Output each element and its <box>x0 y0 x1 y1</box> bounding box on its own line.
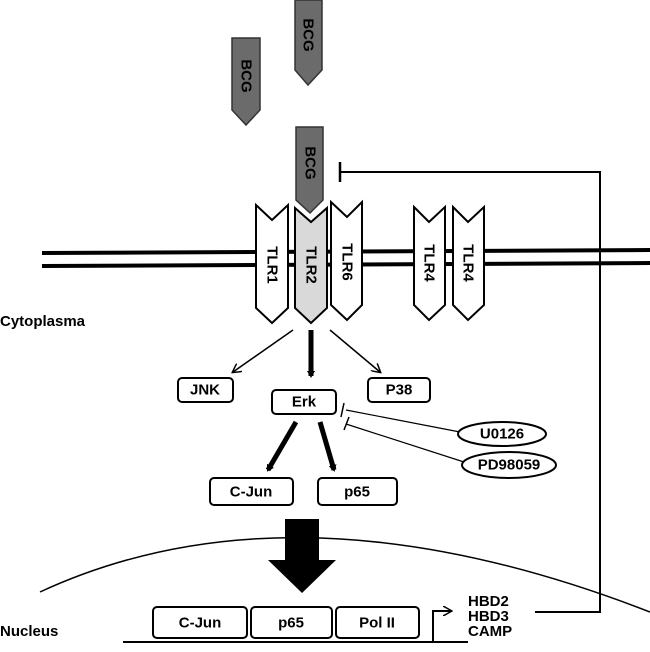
p38-box: P38 <box>367 377 431 403</box>
pd98059-ellipse: PD98059 <box>461 451 557 479</box>
cytoplasma-label: Cytoplasma <box>0 313 86 330</box>
svg-text:TLR4: TLR4 <box>460 244 477 282</box>
svg-text:TLR1: TLR1 <box>264 246 281 284</box>
tlr2: TLR2 <box>294 205 328 325</box>
p65-box: p65 <box>317 477 398 506</box>
svg-text:HBD3: HBD3 <box>468 608 509 625</box>
svg-text:P38: P38 <box>386 382 413 399</box>
arrow-to-jnk <box>233 329 294 372</box>
target-genes: HBD2 HBD3 CAMP <box>468 593 512 640</box>
transcription-start-arrow <box>432 611 451 642</box>
arrow-to-p38 <box>329 329 380 372</box>
svg-text:TLR4: TLR4 <box>421 244 438 282</box>
svg-text:Erk: Erk <box>292 394 317 411</box>
svg-text:C-Jun: C-Jun <box>230 484 273 501</box>
cjun-box: C-Jun <box>209 477 294 506</box>
tlr1: TLR1 <box>255 202 289 325</box>
svg-text:PD98059: PD98059 <box>478 457 541 474</box>
svg-text:BCG: BCG <box>238 59 255 92</box>
translocation-arrow <box>268 519 336 593</box>
u0126-inhibition-line <box>345 409 461 433</box>
erk-box: Erk <box>271 389 337 415</box>
promoter-p65-box: p65 <box>250 606 333 639</box>
svg-text:HBD2: HBD2 <box>468 593 509 610</box>
arrow-to-p65 <box>317 421 337 472</box>
feedback-inhibition-line <box>340 171 601 613</box>
svg-text:CAMP: CAMP <box>468 623 512 640</box>
svg-text:JNK: JNK <box>190 382 220 399</box>
u0126-ellipse: U0126 <box>457 421 547 447</box>
promoter-pol2-box: Pol II <box>335 606 420 639</box>
jnk-box: JNK <box>177 377 234 403</box>
arrow-to-cjun <box>265 420 299 472</box>
svg-text:TLR2: TLR2 <box>303 246 320 284</box>
bcg-bound: BCG <box>295 126 324 215</box>
pd98059-t-bar <box>343 416 350 431</box>
nuclear-envelope <box>39 536 650 613</box>
svg-text:BCG: BCG <box>300 18 317 51</box>
svg-text:TLR6: TLR6 <box>339 243 356 281</box>
svg-text:p65: p65 <box>278 615 304 632</box>
nucleus-label: Nucleus <box>0 623 58 640</box>
svg-text:p65: p65 <box>344 484 370 501</box>
u0126-t-bar <box>340 402 345 418</box>
promoter-cjun-box: C-Jun <box>152 606 248 639</box>
svg-text:U0126: U0126 <box>480 426 524 443</box>
svg-text:Pol II: Pol II <box>359 615 395 632</box>
tlr4-b: TLR4 <box>452 204 485 322</box>
pd98059-inhibition-line <box>345 423 465 463</box>
svg-text:BCG: BCG <box>302 146 319 179</box>
svg-text:C-Jun: C-Jun <box>179 615 222 632</box>
bcg-left: BCG <box>231 37 261 127</box>
bcg-top: BCG <box>294 0 323 87</box>
tlr4-a: TLR4 <box>413 204 446 322</box>
tlr6: TLR6 <box>330 199 363 322</box>
